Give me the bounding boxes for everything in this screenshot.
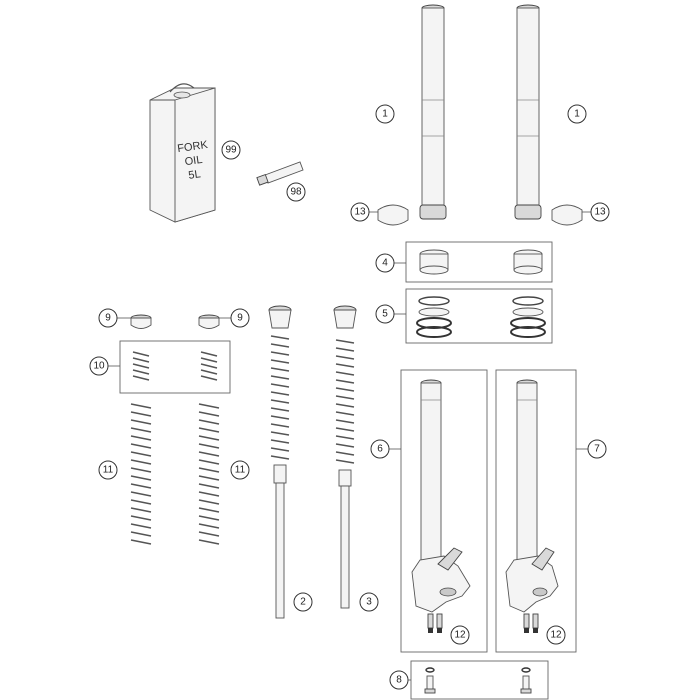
oil-can-label-line-2: OIL: [184, 154, 203, 168]
callout-9-left-label: 9: [105, 313, 111, 324]
cartridge-3: [333, 305, 357, 609]
bleed-screw-left: [424, 667, 436, 694]
callout-7[interactable]: 7: [576, 439, 607, 459]
cap-left: [130, 314, 152, 329]
long-spring-right: [198, 403, 220, 545]
group-box-10: [119, 340, 231, 394]
group-box-7: [495, 369, 577, 653]
callout-98[interactable]: 98: [286, 182, 306, 202]
callout-99[interactable]: 99: [221, 140, 241, 160]
short-spring-right: [200, 351, 218, 381]
fork-oil-can: FORK OIL 5L: [149, 83, 216, 223]
callout-11-right-label: 11: [235, 465, 246, 476]
grease-tube: [256, 161, 304, 186]
callout-13-right-label: 13: [594, 207, 606, 218]
callout-5-label: 5: [382, 309, 388, 320]
oil-can-label-line-3: 5L: [188, 168, 202, 182]
long-spring-left: [130, 403, 152, 545]
callout-3[interactable]: 3: [359, 592, 379, 612]
outer-tube-left: [419, 4, 447, 220]
short-spring-left: [132, 351, 150, 381]
bleed-screw-right: [520, 667, 532, 694]
callout-12-left-label: 12: [454, 630, 466, 641]
callout-99-label: 99: [225, 145, 237, 156]
callout-9-left[interactable]: 9: [98, 308, 131, 328]
callout-12-left[interactable]: 12: [450, 625, 470, 645]
group-box-4: [405, 241, 553, 283]
callout-11-right[interactable]: 11: [230, 460, 250, 480]
bushing-left: [377, 204, 409, 226]
callout-10[interactable]: 10: [89, 356, 120, 376]
callout-2[interactable]: 2: [293, 592, 313, 612]
callout-1-right-label: 1: [574, 109, 580, 120]
callout-1-left-label: 1: [382, 109, 388, 120]
cap-right: [198, 314, 220, 329]
callout-4-label: 4: [382, 258, 388, 269]
callout-98-label: 98: [290, 187, 302, 198]
callout-13-left[interactable]: 13: [350, 202, 378, 222]
callout-1-left[interactable]: 1: [375, 104, 395, 124]
oil-can-label-line-1: FORK: [177, 139, 210, 155]
group-box-5: [405, 288, 553, 344]
callout-9-right-label: 9: [237, 313, 243, 324]
ring-set-5-right: [510, 296, 546, 338]
group-box-6: [400, 369, 488, 653]
callout-11-left[interactable]: 11: [98, 460, 118, 480]
callout-2-label: 2: [300, 597, 306, 608]
callout-1-right[interactable]: 1: [567, 104, 587, 124]
callout-9-right[interactable]: 9: [219, 308, 250, 328]
callout-10-label: 10: [93, 361, 105, 372]
cartridge-2: [268, 305, 292, 619]
callout-6[interactable]: 6: [370, 439, 401, 459]
callout-6-label: 6: [377, 444, 383, 455]
callout-11-left-label: 11: [103, 465, 114, 476]
callout-13-left-label: 13: [354, 207, 366, 218]
bushing-right: [551, 204, 583, 226]
callout-8-label: 8: [396, 675, 402, 686]
ring-set-5-left: [416, 296, 452, 338]
callout-12-right[interactable]: 12: [546, 625, 566, 645]
inner-tube-left: [411, 379, 471, 633]
callout-3-label: 3: [366, 597, 372, 608]
seal-4-left: [419, 249, 449, 275]
callout-13-right[interactable]: 13: [582, 202, 610, 222]
outer-tube-right: [514, 4, 542, 220]
callout-12-right-label: 12: [550, 630, 562, 641]
seal-4-right: [513, 249, 543, 275]
callout-4[interactable]: 4: [375, 253, 406, 273]
callout-7-label: 7: [594, 444, 600, 455]
inner-tube-right: [505, 379, 559, 633]
callout-5[interactable]: 5: [375, 304, 406, 324]
callout-8[interactable]: 8: [389, 670, 411, 690]
